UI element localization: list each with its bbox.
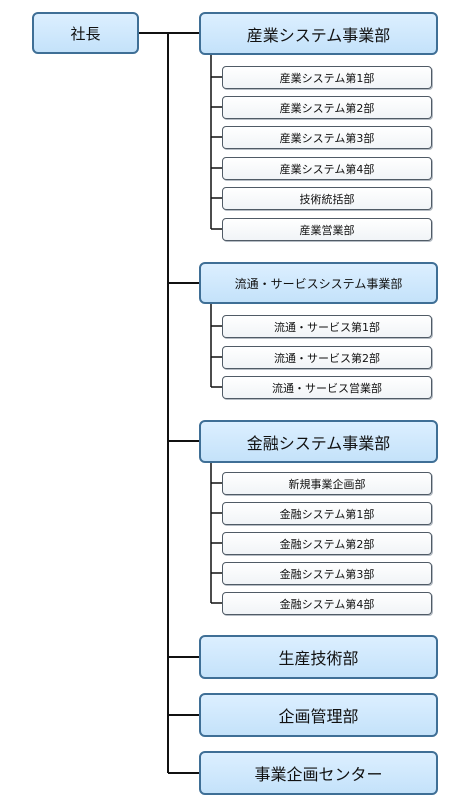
department-box: 技術統括部 — [222, 187, 432, 210]
department-box: 流通・サービス第2部 — [222, 346, 432, 369]
department-box: 産業システム第1部 — [222, 66, 432, 89]
ceo-box: 社長 — [32, 12, 139, 54]
department-box: 金融システム第1部 — [222, 502, 432, 525]
division-box-finance: 金融システム事業部 — [199, 420, 438, 463]
department-box: 産業システム第3部 — [222, 126, 432, 149]
department-box: 産業システム第2部 — [222, 96, 432, 119]
department-box: 金融システム第4部 — [222, 592, 432, 615]
department-box: 金融システム第2部 — [222, 532, 432, 555]
division-box-distribution: 流通・サービスシステム事業部 — [199, 262, 438, 304]
department-box: 新規事業企画部 — [222, 472, 432, 495]
department-box: 産業営業部 — [222, 218, 432, 241]
division-box-planning-management: 企画管理部 — [199, 693, 438, 737]
department-box: 流通・サービス第1部 — [222, 315, 432, 338]
division-box-production-engineering: 生産技術部 — [199, 635, 438, 679]
division-box-business-planning-center: 事業企画センター — [199, 751, 438, 795]
department-box: 産業システム第4部 — [222, 157, 432, 180]
department-box: 流通・サービス営業部 — [222, 376, 432, 399]
department-box: 金融システム第3部 — [222, 562, 432, 585]
division-box-industrial: 産業システム事業部 — [199, 12, 438, 55]
